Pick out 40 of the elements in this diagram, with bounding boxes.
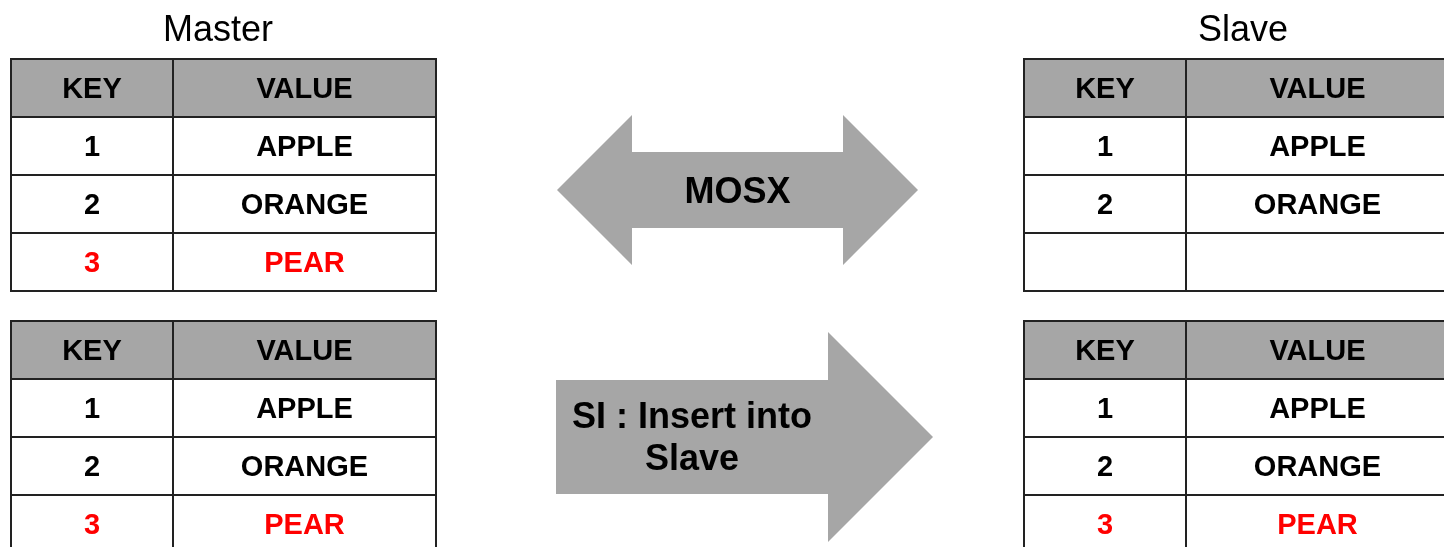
header-cell: VALUE xyxy=(1187,60,1444,118)
table-cell: ORANGE xyxy=(174,438,437,496)
header-cell: KEY xyxy=(1025,60,1187,118)
table-cell: PEAR xyxy=(174,496,437,547)
header-cell: VALUE xyxy=(174,322,437,380)
header-cell: KEY xyxy=(1025,322,1187,380)
heading: Master xyxy=(163,8,273,50)
header-cell: KEY xyxy=(12,322,174,380)
table-cell: 3 xyxy=(1025,496,1187,547)
table-cell: 2 xyxy=(12,438,174,496)
table-cell: 1 xyxy=(1025,380,1187,438)
table-cell: PEAR xyxy=(174,234,437,292)
table-cell: 1 xyxy=(12,380,174,438)
table-cell: 2 xyxy=(12,176,174,234)
table-cell: PEAR xyxy=(1187,496,1444,547)
block-arrow xyxy=(556,332,933,542)
table-cell: 3 xyxy=(12,234,174,292)
table-cell: APPLE xyxy=(1187,118,1444,176)
edge-label: MOSX xyxy=(683,170,792,212)
table-cell: APPLE xyxy=(174,118,437,176)
double-block-arrow xyxy=(557,115,918,265)
table-cell: 2 xyxy=(1025,176,1187,234)
table-cell: 2 xyxy=(1025,438,1187,496)
table-cell: 1 xyxy=(12,118,174,176)
data-table xyxy=(10,58,437,292)
heading: Slave xyxy=(1197,8,1289,50)
data-table xyxy=(1023,58,1444,292)
header-cell: KEY xyxy=(12,60,174,118)
table-cell: 1 xyxy=(1025,118,1187,176)
table-cell: ORANGE xyxy=(1187,438,1444,496)
data-table xyxy=(1023,320,1444,547)
header-cell: VALUE xyxy=(1187,322,1444,380)
header-cell: VALUE xyxy=(174,60,437,118)
table-cell: ORANGE xyxy=(1187,176,1444,234)
data-table xyxy=(10,320,437,547)
table-cell: APPLE xyxy=(1187,380,1444,438)
table-cell: APPLE xyxy=(174,380,437,438)
edge-label: SI : Insert into Slave xyxy=(571,395,813,479)
table-cell: ORANGE xyxy=(174,176,437,234)
table-cell: 3 xyxy=(12,496,174,547)
